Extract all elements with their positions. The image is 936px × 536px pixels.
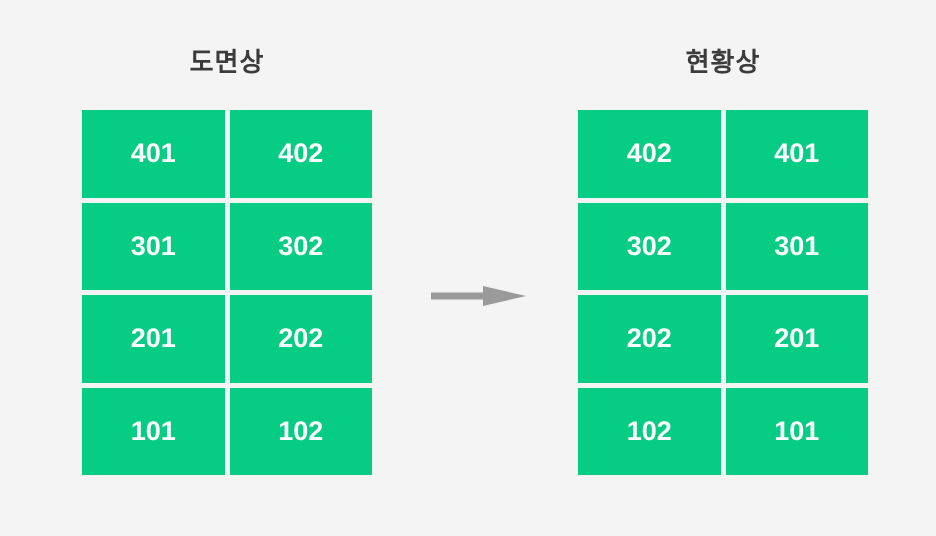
floorplan-grid: 401 402 301 302 201 202 101 102 — [82, 110, 372, 475]
unit-cell: 202 — [578, 295, 721, 383]
unit-cell: 201 — [82, 295, 225, 383]
right-arrow-icon — [431, 286, 526, 306]
unit-cell: 301 — [725, 202, 868, 290]
unit-cell: 302 — [578, 202, 721, 290]
unit-cell: 401 — [82, 110, 225, 198]
unit-cell: 101 — [82, 387, 225, 475]
unit-cell: 301 — [82, 202, 225, 290]
left-panel-title: 도면상 — [189, 47, 265, 77]
unit-cell: 402 — [578, 110, 721, 198]
right-panel-title: 현황상 — [685, 47, 761, 77]
unit-cell: 102 — [229, 387, 372, 475]
unit-cell: 402 — [229, 110, 372, 198]
unit-cell: 101 — [725, 387, 868, 475]
unit-cell: 201 — [725, 295, 868, 383]
unit-cell: 302 — [229, 202, 372, 290]
unit-cell: 401 — [725, 110, 868, 198]
actual-grid: 402 401 302 301 202 201 102 101 — [578, 110, 868, 475]
unit-cell: 202 — [229, 295, 372, 383]
unit-cell: 102 — [578, 387, 721, 475]
